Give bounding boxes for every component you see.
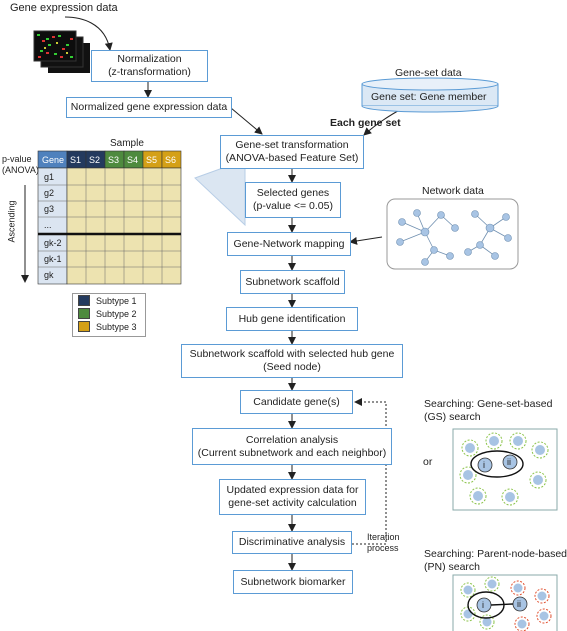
gene-expression-label: Gene expression data — [10, 2, 118, 14]
hub-gene-box: Hub gene identification — [226, 307, 358, 331]
geneset-transformation-box: Gene-set transformation(ANOVA-based Feat… — [220, 135, 364, 169]
each-gene-set-label: Each gene set — [330, 117, 401, 129]
matrix-sample-2: S2 — [89, 155, 101, 165]
discriminative-analysis-box: Discriminative analysis — [232, 531, 352, 554]
pvalue-label: p-value — [2, 154, 32, 164]
gs-node-i: i — [483, 460, 485, 470]
normalized-data-box: Normalized gene expression data — [66, 97, 232, 118]
expression-matrix — [21, 150, 182, 285]
matrix-gene-row: g3 — [44, 204, 55, 214]
matrix-sample-1: S1 — [70, 155, 82, 165]
sample-label: Sample — [110, 138, 144, 149]
pn-node-ii: ii — [517, 599, 521, 609]
candidate-genes-box: Candidate gene(s) — [240, 390, 353, 414]
matrix-gene-row: g2 — [44, 188, 55, 198]
subnetwork-biomarker-box: Subnetwork biomarker — [233, 570, 353, 594]
selection-projection — [194, 159, 246, 227]
iteration-loop — [352, 398, 387, 545]
selected-genes-box: Selected genes(p-value <= 0.05) — [245, 182, 341, 218]
ascending-label: Ascending — [6, 200, 17, 243]
legend-subtype-3: Subtype 3 — [78, 321, 137, 332]
matrix-gene-header: Gene — [42, 155, 65, 165]
matrix-sample-5: S5 — [146, 155, 158, 165]
legend-subtype-2: Subtype 2 — [78, 308, 137, 319]
or-label: or — [423, 456, 433, 468]
subtype-legend — [72, 293, 146, 337]
pn-search-illustration — [452, 574, 558, 631]
matrix-gene-row: gk — [44, 270, 54, 280]
gs-node-ii: ii — [507, 457, 511, 467]
matrix-gene-row: ... — [44, 220, 52, 230]
pn-search-label-2: (PN) search — [424, 561, 481, 573]
pn-search-label-1: Searching: Parent-node-based — [424, 548, 567, 560]
matrix-sample-6: S6 — [165, 155, 177, 165]
geneset-content: Gene set: Gene member — [371, 91, 487, 103]
anova-label: (ANOVA) — [2, 165, 39, 175]
gs-search-illustration — [452, 428, 558, 511]
correlation-analysis-box: Correlation analysis(Current subnetwork … — [192, 428, 392, 465]
matrix-gene-row: gk-1 — [44, 254, 62, 264]
legend-subtype-1: Subtype 1 — [78, 295, 137, 306]
gs-search-label-1: Searching: Gene-set-based — [424, 398, 553, 410]
pn-node-i: i — [482, 600, 484, 610]
gs-search-label-2: (GS) search — [424, 411, 481, 423]
geneset-data-label: Gene-set data — [395, 67, 462, 79]
subnetwork-scaffold-box: Subnetwork scaffold — [240, 270, 345, 294]
matrix-sample-4: S4 — [127, 155, 139, 165]
matrix-gene-row: g1 — [44, 172, 55, 182]
expression-data-image — [33, 30, 90, 73]
iteration-label-1: Iteration — [367, 532, 400, 542]
normalization-box: Normalization(z-transformation) — [91, 50, 208, 82]
geneset-database — [361, 77, 499, 113]
matrix-sample-3: S3 — [108, 155, 120, 165]
scaffold-hub-box: Subnetwork scaffold with selected hub ge… — [181, 344, 403, 378]
network-data-label: Network data — [422, 185, 484, 197]
iteration-label-2: process — [367, 543, 399, 553]
flow-arrows — [64, 16, 406, 571]
matrix-gene-row: gk-2 — [44, 238, 62, 248]
network-data-panel — [386, 198, 519, 270]
gene-network-mapping-box: Gene-Network mapping — [227, 232, 351, 256]
